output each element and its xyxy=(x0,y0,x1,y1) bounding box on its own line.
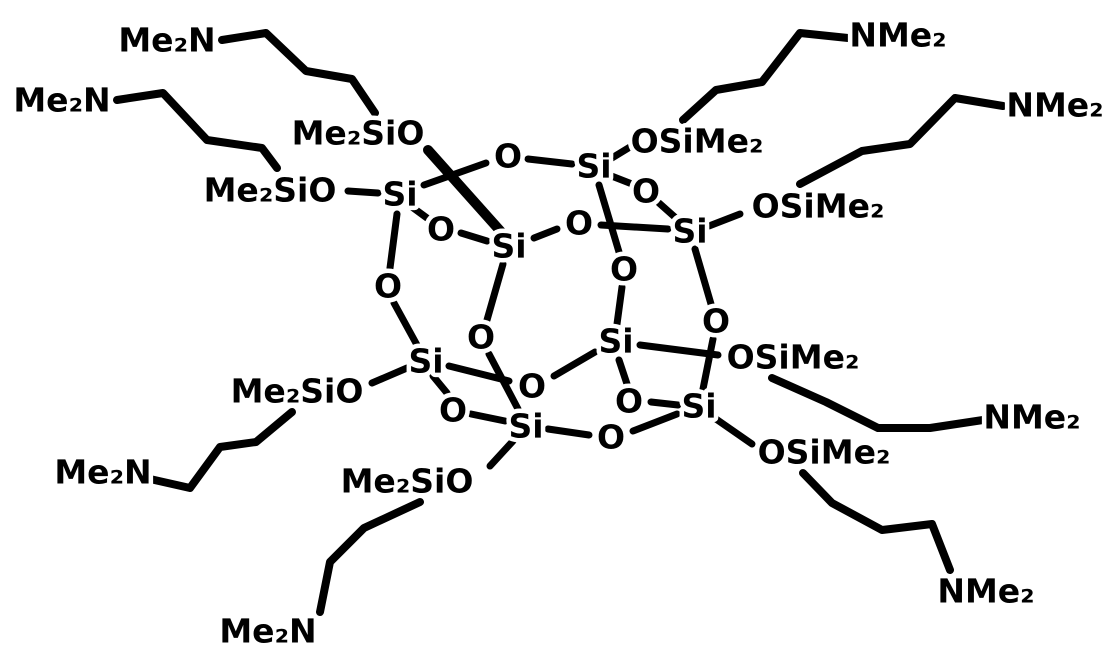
bond-si-osilyl xyxy=(368,364,411,387)
bond-si-o xyxy=(530,225,561,242)
silyl-group-label: Me₂SiO xyxy=(341,462,474,501)
propyl-chain xyxy=(768,374,987,432)
propyl-chain xyxy=(679,29,852,124)
propyl-chain xyxy=(113,89,281,172)
cage-si-label: Si xyxy=(491,227,526,266)
bond-si-o xyxy=(691,245,715,308)
cage-bonds xyxy=(386,155,717,439)
bond-si-o xyxy=(467,410,509,425)
silyl-group-label: OSiMe₂ xyxy=(752,187,885,226)
bridge-o-label: O xyxy=(632,172,660,211)
atom-labels: Si Si Si Si Si Si Si Si O O O O O O O O … xyxy=(9,11,1108,655)
cage-si-label: Si xyxy=(408,342,443,381)
cage-si-label: Si xyxy=(672,212,707,251)
silyl-group-label: OSiMe₂ xyxy=(727,338,860,377)
amine-group-label: Me₂N xyxy=(54,453,151,492)
bond-si-o xyxy=(544,425,593,439)
bridge-o-label: O xyxy=(565,204,593,243)
propyl-chain xyxy=(146,408,296,492)
bridge-o-label: O xyxy=(518,367,546,406)
bond-si-o xyxy=(483,260,507,324)
propyl-chain xyxy=(316,498,424,616)
bond-si-o xyxy=(605,171,636,188)
cage-si-label: Si xyxy=(382,175,417,214)
bond-si-o xyxy=(647,398,682,409)
bond-si-o xyxy=(386,210,401,272)
bridge-o-label: O xyxy=(610,250,638,289)
bond-si-o xyxy=(629,410,681,435)
bond-si-o xyxy=(408,203,431,222)
bridge-o-label: O xyxy=(439,391,467,430)
silyl-group-label: Me₂SiO xyxy=(231,372,364,411)
amine-group-label: NMe₂ xyxy=(1006,86,1103,125)
bridge-o-label: O xyxy=(597,418,625,457)
silyl-group-label: Me₂SiO xyxy=(204,171,337,210)
amine-group-label: NMe₂ xyxy=(937,572,1034,611)
cage-si-label: Si xyxy=(598,322,633,361)
bond-si-osilyl xyxy=(344,187,382,197)
bond-si-o xyxy=(550,348,599,380)
bond-si-osilyl xyxy=(705,210,744,230)
propyl-chain xyxy=(799,469,954,574)
bond-si-o xyxy=(390,299,421,349)
silyl-group-label: OSiMe₂ xyxy=(758,433,891,472)
amine-group-label: Me₂N xyxy=(118,21,215,60)
bond-si-osilyl xyxy=(486,437,517,470)
propyl-chains xyxy=(113,29,1007,616)
cage-si-label: Si xyxy=(681,387,716,426)
bridge-o-label: O xyxy=(494,137,522,176)
bond-si-o xyxy=(595,181,623,256)
bond-si-o xyxy=(457,229,491,245)
bridge-o-label: O xyxy=(427,210,455,249)
bond-si-o xyxy=(445,362,513,385)
silyl-group-label: Me₂SiO xyxy=(292,114,425,153)
bond-si-o xyxy=(615,356,631,388)
bond-si-osilyl xyxy=(712,415,756,448)
bridge-o-label: O xyxy=(615,382,643,421)
amine-group-label: NMe₂ xyxy=(849,16,946,55)
bond-si-osilyl xyxy=(603,143,634,165)
bond-si-o xyxy=(655,199,681,223)
amine-group-label: Me₂N xyxy=(13,81,110,120)
propyl-chain xyxy=(796,94,1007,188)
amine-group-label: NMe₂ xyxy=(983,398,1080,437)
bridge-o-label: O xyxy=(702,302,730,341)
cage-si-label: Si xyxy=(576,147,611,186)
bond-si-o xyxy=(429,372,451,397)
bond-si-osilyl xyxy=(636,341,722,359)
arm-bonds xyxy=(344,143,756,470)
cage-si-label: Si xyxy=(508,407,543,446)
bond-si-osilyl xyxy=(423,145,508,239)
propyl-chain xyxy=(218,29,379,117)
bond-si-o xyxy=(613,283,626,328)
silyl-group-label: OSiMe₂ xyxy=(631,122,764,161)
bond-si-o xyxy=(524,155,576,168)
bond-si-o xyxy=(699,335,717,393)
bridge-o-label: O xyxy=(374,267,402,306)
bridge-o-label: O xyxy=(467,318,495,357)
amine-group-label: Me₂N xyxy=(219,612,316,651)
